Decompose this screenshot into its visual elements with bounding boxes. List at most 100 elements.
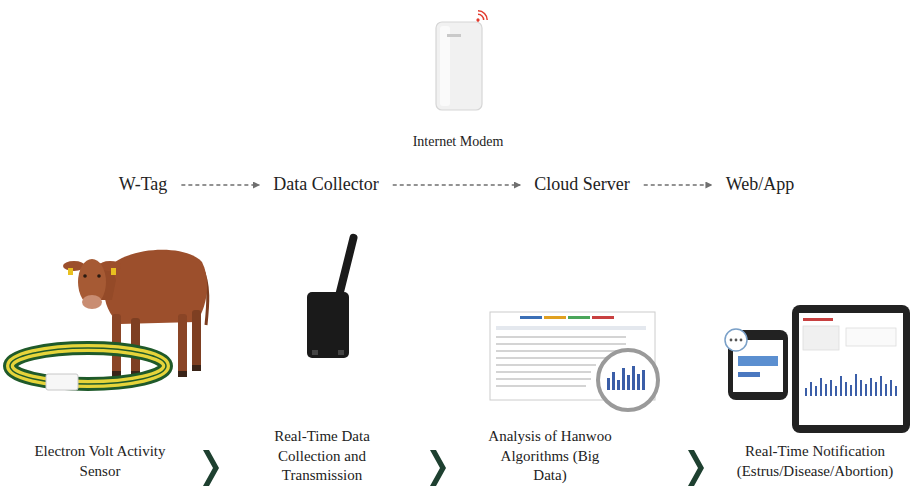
analysis-screen	[632, 366, 635, 390]
tablet-device	[855, 374, 857, 396]
flow-step: W-Tag	[115, 172, 172, 198]
wifi-icon	[472, 9, 489, 26]
tablet-device	[846, 328, 896, 346]
tablet-device	[803, 318, 833, 321]
collar-sensor	[10, 348, 166, 384]
phone-device	[738, 356, 778, 366]
chevron-arrow	[430, 450, 446, 486]
tablet-device	[799, 313, 903, 425]
analysis-screen	[520, 316, 542, 319]
data-collector-device	[307, 292, 349, 358]
tablet-device	[850, 385, 852, 396]
analysis-screen	[496, 378, 591, 380]
dashed-connector	[181, 184, 259, 185]
analysis-screen	[496, 385, 586, 387]
tablet-device	[792, 305, 910, 433]
cow-figure	[192, 310, 201, 370]
collar-sensor	[10, 348, 166, 390]
tablet-device	[865, 384, 867, 396]
analysis-screen	[592, 316, 614, 319]
wifi-icon	[478, 13, 485, 20]
internet-modem	[436, 22, 482, 110]
cow-figure	[178, 371, 187, 377]
analysis-screen	[568, 316, 590, 319]
internet-modem	[440, 26, 450, 106]
cow-figure	[192, 365, 201, 371]
analysis-screen	[496, 350, 626, 352]
analysis-screen	[637, 374, 640, 390]
cow-figure	[104, 250, 207, 324]
phone-device	[728, 330, 788, 400]
step-caption: Real-Time Data Collection and Transmissi…	[266, 427, 378, 486]
phone-device	[735, 339, 738, 342]
cow-figure	[68, 268, 73, 275]
step-name: Data Collector	[273, 174, 378, 196]
tablet-device	[890, 380, 892, 396]
analysis-screen	[496, 371, 591, 373]
analysis-screen	[490, 312, 658, 410]
cow-figure	[82, 295, 102, 309]
dashed-connector	[393, 184, 521, 185]
tablet-device	[875, 382, 877, 396]
flow-step: Web/App	[722, 172, 799, 198]
tablet-device	[803, 326, 839, 350]
cow-figure	[97, 274, 101, 278]
tablet-device	[840, 376, 842, 396]
step-caption: Real-Time Notification (Estrus/Disease/A…	[726, 442, 904, 481]
analysis-screen	[496, 357, 606, 359]
phone-device	[740, 339, 743, 342]
internet-modem	[436, 22, 482, 110]
tablet-device	[880, 376, 882, 396]
device-label: Internet Modem	[393, 133, 523, 151]
collar-sensor	[10, 348, 166, 384]
flow-step: Cloud Server	[530, 172, 633, 198]
phone-device	[738, 372, 760, 377]
tablet-device	[870, 378, 872, 396]
cow-figure	[83, 274, 87, 278]
data-collector-device	[312, 350, 318, 355]
internet-modem	[447, 34, 461, 37]
collar-sensor	[10, 348, 166, 384]
tablet-device	[805, 388, 807, 396]
step-name: Cloud Server	[534, 174, 629, 196]
tablet-device	[825, 384, 827, 396]
analysis-screen	[496, 336, 626, 338]
phone-device	[725, 329, 747, 351]
phone-device	[730, 339, 733, 342]
analysis-screen	[496, 326, 646, 330]
data-collector-device	[307, 233, 358, 358]
tablet-device	[830, 380, 832, 396]
analysis-screen	[612, 372, 615, 390]
wifi-icon	[478, 9, 489, 20]
data-collector-device	[338, 350, 344, 355]
analysis-screen	[627, 375, 630, 390]
analysis-screen	[544, 316, 566, 319]
step-name: W-Tag	[119, 174, 168, 196]
phone-device	[725, 329, 788, 400]
analysis-screen	[607, 366, 645, 390]
step-name: Web/App	[726, 174, 795, 196]
analysis-screen	[598, 350, 658, 410]
tablet-device	[835, 386, 837, 396]
tablet-device	[860, 380, 862, 396]
chevron-arrow	[203, 450, 219, 486]
tablet-device	[815, 386, 817, 396]
analysis-screen	[496, 364, 596, 366]
step-caption: Electron Volt Activity Sensor	[20, 442, 180, 481]
chevron-arrow	[688, 450, 704, 486]
flow-step: Data Collector	[269, 172, 382, 198]
tablet-device	[895, 386, 897, 396]
collar-sensor	[46, 374, 78, 390]
analysis-screen	[622, 368, 625, 390]
dashed-connector	[644, 184, 712, 185]
analysis-screen	[496, 343, 626, 345]
tablet-device	[805, 374, 897, 396]
cow-figure	[178, 314, 187, 376]
tablet-device	[810, 382, 812, 396]
tablet-device	[792, 305, 910, 433]
analysis-screen	[617, 380, 620, 390]
tablet-device	[885, 384, 887, 396]
wifi-icon	[476, 18, 481, 23]
